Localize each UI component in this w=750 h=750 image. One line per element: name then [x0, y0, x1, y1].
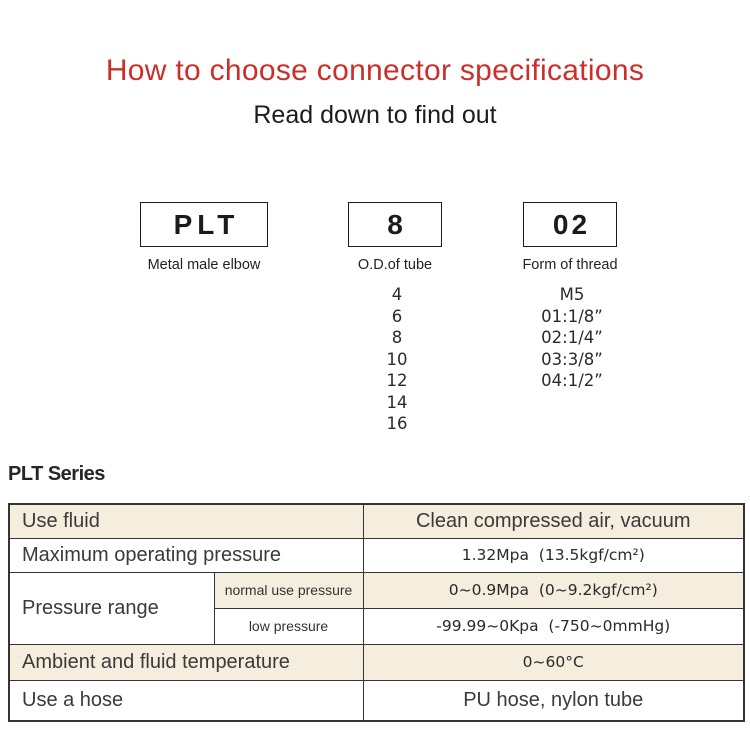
row-label-max-pressure: Maximum operating pressure [8, 537, 364, 573]
spec-table: Use fluid Clean compressed air, vacuum M… [8, 503, 745, 722]
tube-size-option: 12 [386, 371, 408, 390]
thread-form-option: 01:1/8” [541, 306, 603, 326]
code-box-tube-od-text: 8 [387, 208, 403, 240]
thread-form-option: 02:1/4” [541, 328, 603, 347]
tube-size-option: 10 [386, 349, 408, 369]
tube-size-option: 8 [391, 328, 403, 347]
tube-size-options: 4 6 8 10 12 14 16 [345, 284, 449, 435]
label-form-of-thread: Form of thread [522, 257, 618, 273]
table-row-low-pressure: low pressure -99.99~0Kpa (-750~0mmHg) [9, 607, 745, 645]
row-label-use-fluid: Use fluid [8, 503, 364, 539]
table-row-max-pressure: Maximum operating pressure 1.32Mpa (13.5… [8, 537, 745, 573]
table-row-normal-pressure: Pressure range normal use pressure 0~0.9… [8, 571, 745, 645]
row-value-normal-pressure: 0~0.9Mpa (0~9.2kgf/cm²) [362, 571, 745, 609]
series-heading: PLT Series [8, 463, 105, 485]
table-row-use-fluid: Use fluid Clean compressed air, vacuum [8, 503, 745, 539]
page-title: How to choose connector specifications [105, 54, 645, 87]
code-box-thread-form: 02 [523, 202, 617, 247]
row-value-use-fluid: Clean compressed air, vacuum [362, 503, 745, 539]
row-value-temperature: 0~60°C [362, 643, 745, 681]
tube-size-option: 6 [391, 306, 403, 326]
tube-size-option: 14 [386, 392, 408, 412]
tube-size-option: 4 [391, 285, 403, 304]
row-value-hose: PU hose, nylon tube [362, 679, 745, 722]
table-row-hose: Use a hose PU hose, nylon tube [8, 679, 745, 722]
code-box-series: PLT [140, 202, 268, 247]
thread-form-options: M5 01:1/8” 02:1/4” 03:3/8” 04:1/2” [495, 284, 649, 392]
row-sublabel-low-pressure: low pressure [213, 607, 364, 645]
row-value-low-pressure: -99.99~0Kpa (-750~0mmHg) [362, 607, 745, 645]
row-label-temperature: Ambient and fluid temperature [8, 643, 364, 681]
label-metal-male-elbow: Metal male elbow [147, 257, 261, 273]
tube-size-option: 16 [386, 414, 408, 433]
code-box-series-text: PLT [173, 208, 240, 240]
label-od-of-tube: O.D.of tube [357, 257, 433, 273]
row-value-max-pressure: 1.32Mpa (13.5kgf/cm²) [362, 537, 745, 573]
row-sublabel-normal-pressure: normal use pressure [213, 571, 364, 609]
code-box-tube-od: 8 [348, 202, 442, 247]
thread-form-option: 04:1/2” [541, 371, 603, 390]
thread-form-option: M5 [559, 285, 585, 304]
thread-form-option: 03:3/8” [541, 349, 603, 369]
row-label-hose: Use a hose [8, 679, 364, 722]
page-subtitle: Read down to find out [253, 101, 497, 129]
row-label-pressure-range: Pressure range [8, 571, 215, 645]
code-box-thread-form-text: 02 [552, 208, 591, 240]
table-row-temperature: Ambient and fluid temperature 0~60°C [8, 643, 745, 681]
